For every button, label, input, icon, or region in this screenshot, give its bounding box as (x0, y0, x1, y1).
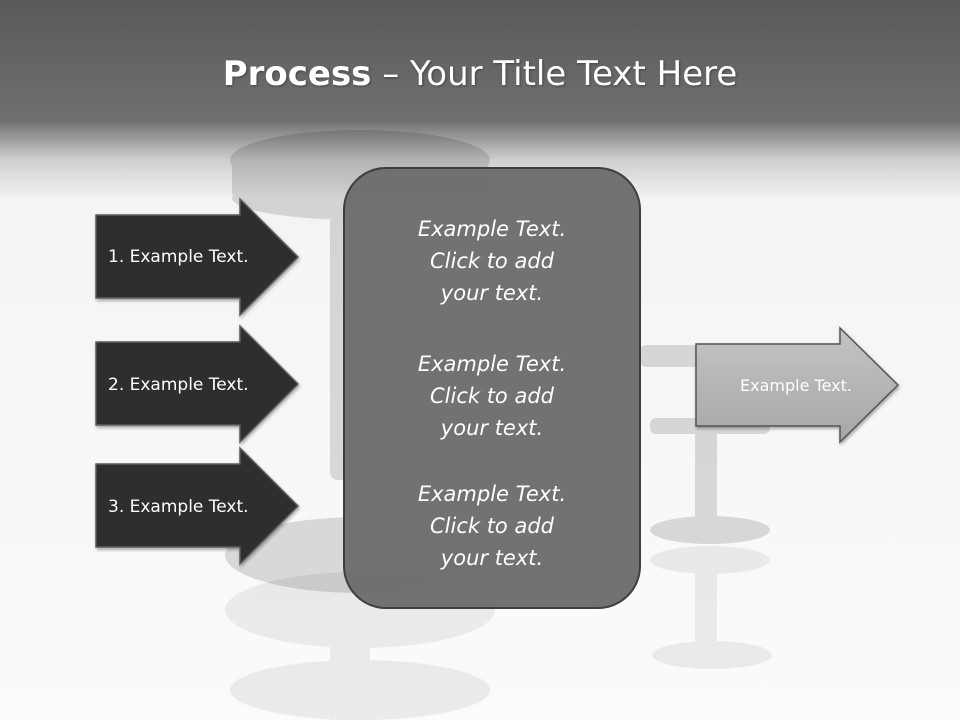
center-text-line: your text. (440, 416, 543, 440)
input-arrow-label: 3. Example Text. (108, 497, 249, 517)
slide-title: Process – Your Title Text Here (0, 52, 960, 96)
input-arrow-3: 3. Example Text. (95, 446, 300, 566)
center-text-block-3: Example Text. Click to add your text. (418, 482, 566, 570)
center-text-line: your text. (440, 281, 543, 305)
title-rest: – Your Title Text Here (371, 54, 738, 94)
center-text-line: Example Text. (418, 352, 566, 376)
center-text-line: Click to add (430, 249, 555, 273)
output-arrow: Example Text. (695, 326, 900, 444)
input-arrow-label: 1. Example Text. (108, 247, 249, 267)
center-text-block-1: Example Text. Click to add your text. (418, 217, 566, 305)
center-text-line: Click to add (430, 384, 555, 408)
center-text-block-2: Example Text. Click to add your text. (418, 352, 566, 440)
input-arrow-1: 1. Example Text. (95, 197, 300, 317)
center-text-line: Example Text. (418, 482, 566, 506)
output-arrow-label: Example Text. (740, 376, 852, 395)
center-text-line: your text. (440, 546, 543, 570)
title-bold: Process (222, 54, 372, 94)
center-text-line: Example Text. (418, 217, 566, 241)
input-arrow-label: 2. Example Text. (108, 375, 249, 395)
input-arrow-2: 2. Example Text. (95, 324, 300, 444)
center-box: Example Text. Click to add your text. Ex… (343, 167, 641, 609)
center-text-line: Click to add (430, 514, 555, 538)
